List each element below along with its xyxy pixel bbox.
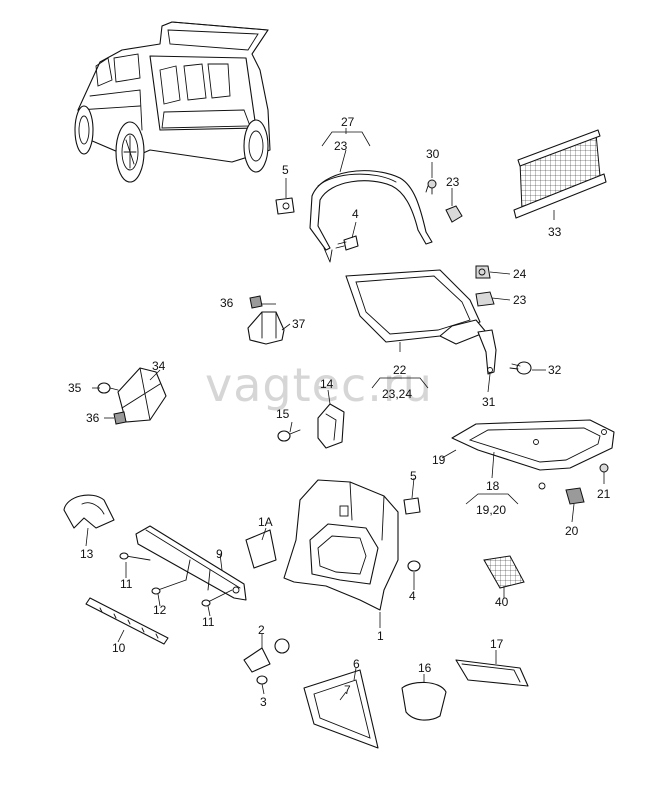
callout-30: 30 (426, 147, 440, 161)
clip-5 (275, 197, 295, 215)
clip-23-top (445, 205, 463, 223)
callout-5: 5 (410, 469, 417, 483)
callout-14: 14 (320, 377, 334, 391)
clip-23-mid (475, 291, 495, 307)
shelf-22 (345, 269, 487, 345)
callout-3: 3 (260, 695, 267, 709)
callout-4: 4 (352, 207, 359, 221)
callout-13: 13 (80, 547, 94, 561)
callout-labels: 27 23 5 4 30 23 33 24 23 36 37 22 23,24 … (68, 115, 611, 709)
clip-30 (425, 179, 437, 195)
callout-16: 16 (418, 661, 432, 675)
cover-1A (245, 529, 277, 569)
trim-arch-27 (309, 170, 433, 263)
callout-36: 36 (86, 411, 100, 425)
vehicle-illustration (74, 21, 271, 183)
callout-19-20: 19,20 (476, 503, 506, 517)
clip-18-dot (538, 482, 546, 490)
leader-lines (85, 128, 605, 701)
callout-6: 6 (353, 657, 360, 671)
crossbar-9 (135, 525, 247, 601)
callout-23: 23 (334, 139, 348, 153)
screw-32 (509, 361, 532, 375)
screw-4-top (335, 235, 359, 251)
bracket-37 (247, 311, 285, 345)
cup-16 (401, 681, 447, 721)
bracket-34 (117, 367, 167, 423)
nut-36-top (249, 295, 263, 309)
screw-4-mid (407, 560, 421, 572)
callout-9: 9 (216, 547, 223, 561)
callout-15: 15 (276, 407, 290, 421)
callout-19: 19 (432, 453, 446, 467)
bolt-12 (151, 579, 187, 595)
hook-2 (243, 638, 290, 673)
callout-23: 23 (513, 293, 527, 307)
callout-7: 7 (344, 683, 351, 697)
callout-23: 23 (446, 175, 460, 189)
callout-11: 11 (120, 577, 133, 591)
clip-21 (599, 463, 609, 473)
callout-4: 4 (409, 589, 416, 603)
screw-35 (97, 382, 119, 394)
cargo-net-33 (513, 129, 607, 219)
callout-33: 33 (548, 225, 562, 239)
callout-17: 17 (490, 637, 504, 651)
callout-20: 20 (565, 524, 579, 538)
watermark: vagtec.ru (205, 358, 433, 412)
bolt-11b (201, 589, 233, 607)
callout-31: 31 (482, 395, 496, 409)
bolt-11a (119, 552, 151, 561)
callout-11: 11 (202, 615, 215, 629)
floor-cover-19 (451, 419, 615, 471)
callout-12: 12 (153, 603, 167, 617)
callout-23-24: 23,24 (382, 387, 412, 401)
callout-27: 27 (341, 115, 355, 129)
panel-6-7 (303, 669, 379, 749)
callout-5: 5 (282, 163, 289, 177)
callout-1A: 1A (258, 515, 273, 529)
callout-24: 24 (513, 267, 527, 281)
callout-40: 40 (495, 595, 509, 609)
nut-36-left (113, 411, 127, 425)
tray-17 (455, 659, 529, 687)
callout-21: 21 (597, 487, 611, 501)
clip-24 (475, 265, 491, 279)
callout-2: 2 (258, 623, 265, 637)
callout-18: 18 (486, 479, 500, 493)
screw-3 (256, 675, 268, 685)
side-trim-1 (283, 479, 399, 611)
bracket-31 (477, 329, 497, 375)
screw-15 (277, 429, 301, 442)
callout-10: 10 (112, 641, 126, 655)
strip-10 (85, 597, 169, 645)
callout-22: 22 (393, 363, 407, 377)
callout-34: 34 (152, 359, 166, 373)
callout-36: 36 (220, 296, 234, 310)
callout-35: 35 (68, 381, 82, 395)
callout-32: 32 (548, 363, 562, 377)
clip-20 (565, 487, 585, 505)
net-pocket-40 (483, 555, 525, 589)
clip-5-mid (403, 497, 421, 515)
hook-13 (63, 494, 115, 529)
callout-37: 37 (292, 317, 306, 331)
callout-1: 1 (377, 629, 384, 643)
